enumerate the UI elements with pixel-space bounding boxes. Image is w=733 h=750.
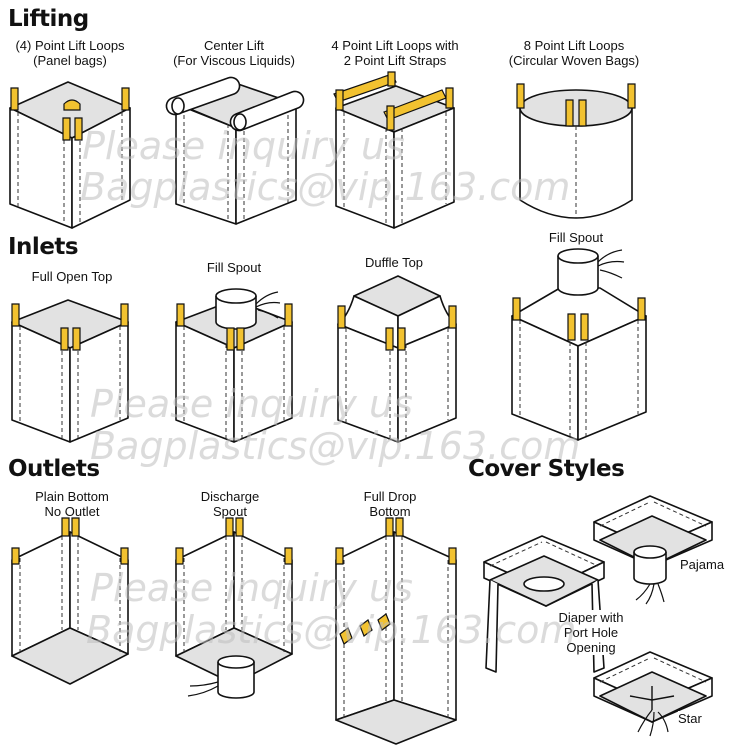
caption-duffle-top: Duffle Top	[364, 255, 424, 270]
bag-lift-loops-with-straps	[333, 71, 455, 229]
bag-panel-lift-loops	[9, 81, 131, 229]
caption-plain-bottom: Plain Bottom No Outlet	[35, 489, 109, 519]
caption-fill-spout-1: Fill Spout	[206, 260, 262, 275]
bag-full-drop-bottom	[335, 517, 457, 745]
caption-center-lift: Center Lift (For Viscous Liquids)	[173, 38, 295, 68]
bag-fill-spout-cone	[511, 248, 647, 441]
caption-lift-loops-straps: 4 Point Lift Loops with 2 Point Lift Str…	[331, 38, 459, 68]
bag-full-open-top	[11, 299, 129, 443]
section-title-cover-styles: Cover Styles	[468, 456, 625, 482]
bag-plain-bottom	[11, 517, 129, 685]
bag-duffle-top	[337, 275, 457, 443]
section-title-outlets: Outlets	[8, 456, 100, 482]
cover-diaper-port-hole	[483, 535, 605, 673]
caption-full-drop-bottom: Full Drop Bottom	[363, 489, 417, 519]
caption-full-open-top: Full Open Top	[31, 269, 113, 284]
label-pajama: Pajama	[680, 557, 725, 572]
label-diaper-port-hole: Diaper with Port Hole Opening	[546, 610, 636, 655]
bag-circular-woven	[516, 83, 636, 219]
bag-discharge-spout	[175, 517, 293, 699]
bag-fill-spout-top	[175, 288, 293, 443]
caption-discharge-spout: Discharge Spout	[200, 489, 260, 519]
section-title-inlets: Inlets	[8, 234, 79, 260]
caption-panel-lift-loops: (4) Point Lift Loops (Panel bags)	[15, 38, 125, 68]
cover-star	[593, 651, 713, 737]
cover-pajama	[593, 495, 713, 605]
bag-center-lift	[165, 76, 305, 225]
caption-circular-lift-loops: 8 Point Lift Loops (Circular Woven Bags)	[508, 38, 640, 68]
caption-fill-spout-2: Fill Spout	[548, 230, 604, 245]
label-star: Star	[678, 711, 702, 726]
section-title-lifting: Lifting	[8, 6, 89, 32]
